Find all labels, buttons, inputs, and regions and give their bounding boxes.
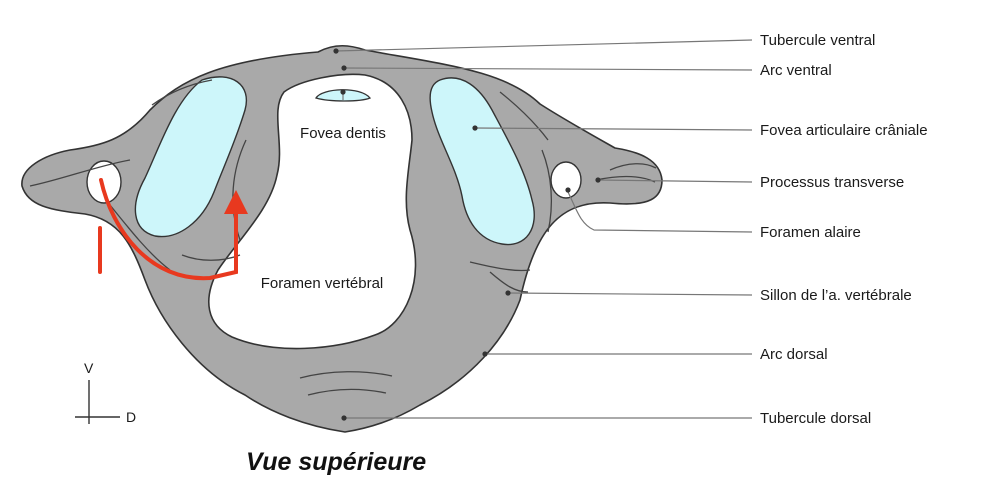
right-articular-facet xyxy=(429,77,535,246)
label-processus-transverse: Processus transverse xyxy=(760,174,904,191)
atlas-bone xyxy=(21,44,663,433)
label-arc-ventral: Arc ventral xyxy=(760,62,832,79)
label-tubercule-ventral: Tubercule ventral xyxy=(760,32,875,49)
label-fovea-dentis: Fovea dentis xyxy=(300,125,386,142)
label-tubercule-dorsal: Tubercule dorsal xyxy=(760,410,871,427)
axis-label-v: V xyxy=(84,360,94,376)
label-foramen-alaire: Foramen alaire xyxy=(760,224,861,241)
diagram-caption: Vue supérieure xyxy=(246,448,426,476)
label-foramen-vertebral: Foramen vertébral xyxy=(261,275,384,292)
label-fovea-articulaire-craniale: Fovea articulaire crâniale xyxy=(760,122,928,139)
vertebral-artery-arrow xyxy=(98,178,248,281)
axis-label-d: D xyxy=(126,409,136,425)
leader-dots xyxy=(333,48,601,421)
right-foramen-alaire xyxy=(550,161,582,199)
leader-lines xyxy=(335,39,753,419)
label-sillon-a-vertebrale: Sillon de l’a. vertébrale xyxy=(760,287,912,304)
orientation-axes: V D xyxy=(75,360,136,425)
label-arc-dorsal: Arc dorsal xyxy=(760,346,828,363)
left-articular-facet xyxy=(134,76,248,238)
left-foramen-alaire xyxy=(86,160,122,204)
